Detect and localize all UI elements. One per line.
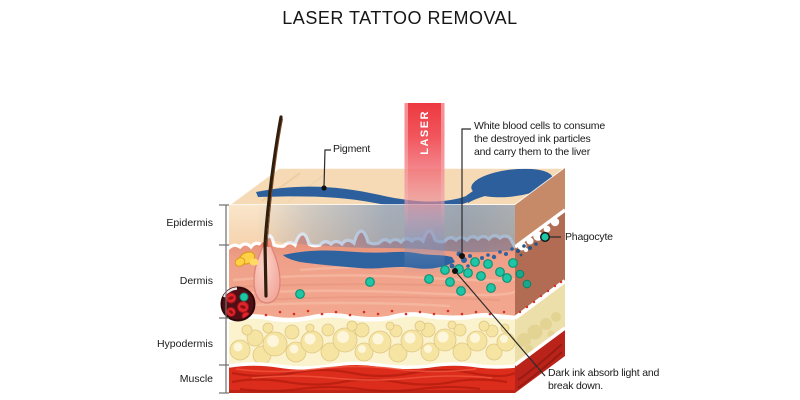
white-blood-cells-label: White blood cells to consume the destroy…: [474, 120, 605, 158]
pigment-leader: [323, 149, 331, 188]
layer-label-hypodermis: Hypodermis: [156, 338, 213, 350]
fat-cell-highlights: [233, 331, 508, 354]
diagram-title: LASER TATTOO REMOVAL: [282, 8, 518, 28]
phagocyte-dots: [295, 257, 518, 299]
blood-vessel: [220, 286, 256, 322]
pigment-leader-dot: [321, 185, 327, 191]
phagocyte-label: Phagocyte: [565, 231, 613, 243]
pigment-label: Pigment: [333, 143, 371, 155]
hair: [263, 115, 283, 298]
front-face: [229, 205, 515, 393]
capillary-dots-right: [518, 280, 563, 314]
dark-ink-leader-dot: [452, 268, 458, 274]
white-blood-cells-leader-dot: [459, 253, 465, 259]
phagocyte-in-vessel: [239, 292, 249, 302]
top-face: [228, 167, 568, 206]
ink-cloud: [258, 205, 515, 253]
ink-particles-right-face: [516, 242, 538, 257]
phagocyte-dots-right-face: [515, 269, 532, 289]
leader-lines: [323, 128, 561, 377]
layer-label-epidermis: Epidermis: [166, 217, 213, 229]
layer-label-dermis: Dermis: [179, 275, 213, 287]
white-blood-cells-leader: [461, 128, 471, 253]
laser-beam: [404, 103, 445, 275]
sebaceous-gland: [234, 251, 259, 267]
layer-label-muscle: Muscle: [179, 373, 213, 385]
fat-cells-right: [517, 312, 561, 353]
right-face: [513, 168, 567, 393]
laser-beam-label: LASER: [418, 109, 431, 155]
layer-bracket: [219, 204, 229, 394]
phagocyte-labeled-dot: [540, 231, 551, 242]
dark-ink-label: Dark ink absorb light and break down.: [548, 367, 660, 392]
dark-ink-leader: [454, 270, 546, 377]
